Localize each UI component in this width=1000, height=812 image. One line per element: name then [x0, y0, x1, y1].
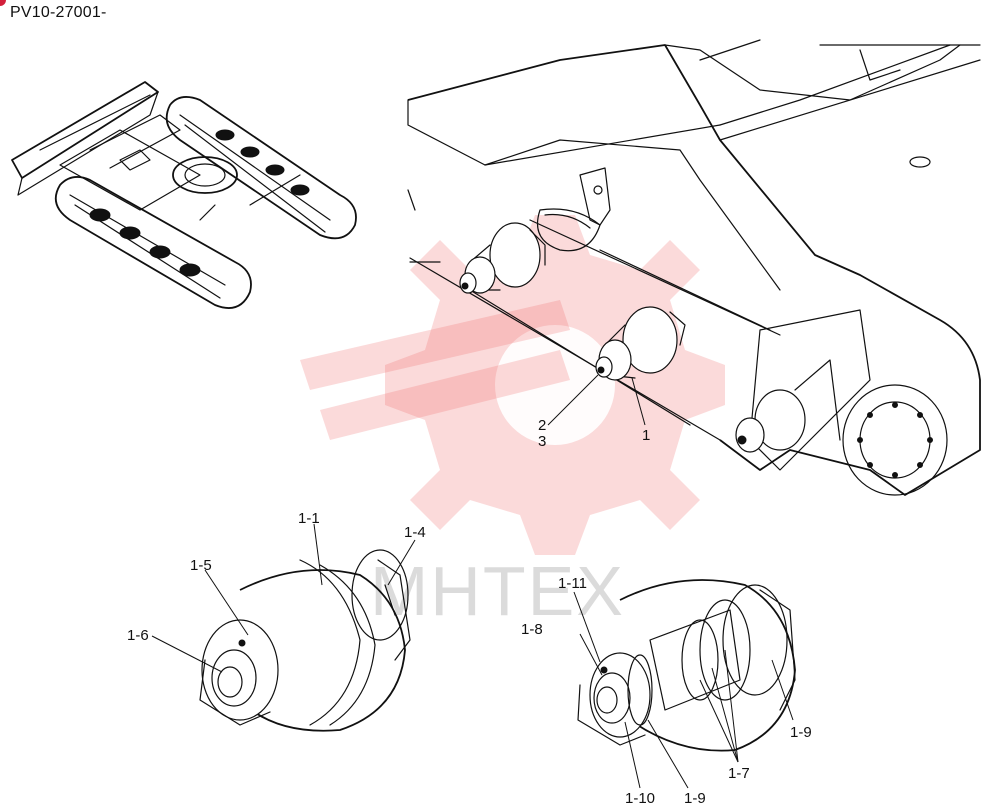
- double-flange-roller: [573, 579, 796, 789]
- track-roller-upper: [459, 222, 546, 294]
- track-roller-lower: [595, 306, 686, 381]
- idler-assembly: [735, 309, 948, 496]
- undercarriage-overview: [11, 81, 357, 309]
- callout-1-8: 1-8: [521, 621, 543, 638]
- callout-1-4: 1-4: [404, 524, 426, 541]
- callout-1-10: 1-10: [625, 790, 655, 807]
- callout-1-11: 1-11: [558, 575, 587, 592]
- callout-1-9-right: 1-9: [790, 724, 812, 741]
- callout-3: 3: [538, 433, 546, 450]
- callout-1-6: 1-6: [127, 627, 149, 644]
- callout-1-1: 1-1: [298, 510, 320, 527]
- callout-1-7: 1-7: [728, 765, 750, 782]
- document-code: PV10-27001-: [10, 4, 107, 21]
- corner-marker: [0, 0, 6, 6]
- callout-1: 1: [642, 427, 650, 444]
- callout-2: 2: [538, 417, 546, 434]
- watermark-text: MHTEX: [370, 552, 625, 630]
- single-flange-roller: [151, 523, 416, 732]
- callout-1-9-bottom: 1-9: [684, 790, 706, 807]
- watermark-gear-icon: [300, 215, 725, 555]
- lower-frame-assembly: [407, 39, 981, 496]
- callout-1-5: 1-5: [190, 557, 212, 574]
